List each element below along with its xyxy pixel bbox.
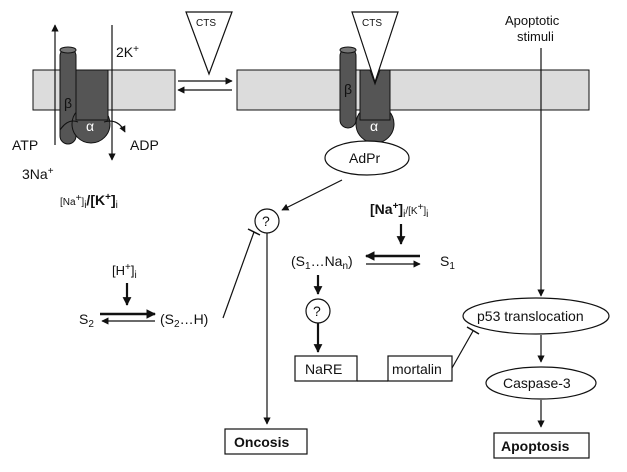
question-mark-2: ? xyxy=(313,303,321,319)
adpr-to-question-arrow xyxy=(281,179,343,211)
left-alpha-subunit xyxy=(75,69,109,121)
right-pump: β α xyxy=(339,46,395,144)
caspase-oval xyxy=(485,366,597,400)
p53-oval xyxy=(462,297,610,335)
s2-complex-label: (S2…H) xyxy=(160,311,208,330)
nare-label: NaRE xyxy=(305,361,342,377)
adpr-label: AdPr xyxy=(349,150,380,166)
apoptosis-label: Apoptosis xyxy=(501,438,570,454)
left-beta-label: β xyxy=(64,95,72,111)
nare-box xyxy=(294,355,358,382)
cts-triangle-left xyxy=(185,11,233,76)
right-alpha-subunit xyxy=(359,69,391,121)
k-label: 2K xyxy=(116,44,134,60)
cts-label-right: CTS xyxy=(362,18,382,29)
svg-text:2K+: 2K+ xyxy=(116,44,139,60)
adp-arrow xyxy=(103,120,126,133)
oncosis-label: Oncosis xyxy=(234,434,289,450)
cts-triangle-right xyxy=(351,11,399,84)
k-sup: + xyxy=(133,44,139,55)
s2-label: S2 xyxy=(79,311,94,330)
s1-complex-label: (S1…Nan) xyxy=(291,253,353,272)
left-alpha-label: α xyxy=(86,118,94,134)
mortalin-box xyxy=(387,355,453,382)
s1-label: S1 xyxy=(440,253,455,272)
membrane-right xyxy=(236,69,590,111)
apoptosis-box xyxy=(493,432,590,459)
atp-arrow xyxy=(59,120,79,131)
p53-label: p53 translocation xyxy=(477,308,584,324)
mortalin-label: mortalin xyxy=(392,361,442,377)
na-ratio-right: [Na+]i/[K+]i xyxy=(370,201,428,220)
right-alpha-label: α xyxy=(370,118,378,134)
adp-label: ADP xyxy=(130,137,159,153)
apoptotic-stimuli-line2: stimuli xyxy=(517,29,554,44)
s2-inhibition-line xyxy=(222,231,255,319)
cts-label-left: CTS xyxy=(196,18,216,29)
question-mark-1: ? xyxy=(262,213,270,229)
na-label: 3Na xyxy=(22,166,48,182)
adpr-oval xyxy=(324,140,410,176)
caspase-label: Caspase-3 xyxy=(503,375,571,391)
left-ion-ratio: [Na+]i/[K+]i xyxy=(60,192,118,211)
na-sup: + xyxy=(48,166,54,177)
proton-label: [H+]i xyxy=(112,262,137,281)
left-pump: β α xyxy=(59,46,111,145)
oncosis-box xyxy=(224,428,308,455)
right-beta-label: β xyxy=(344,81,352,97)
mortalin-inhibition-line xyxy=(451,330,474,369)
svg-text:3Na+: 3Na+ xyxy=(22,166,54,182)
apoptotic-stimuli-line1: Apoptotic xyxy=(505,13,560,28)
atp-label: ATP xyxy=(12,137,38,153)
